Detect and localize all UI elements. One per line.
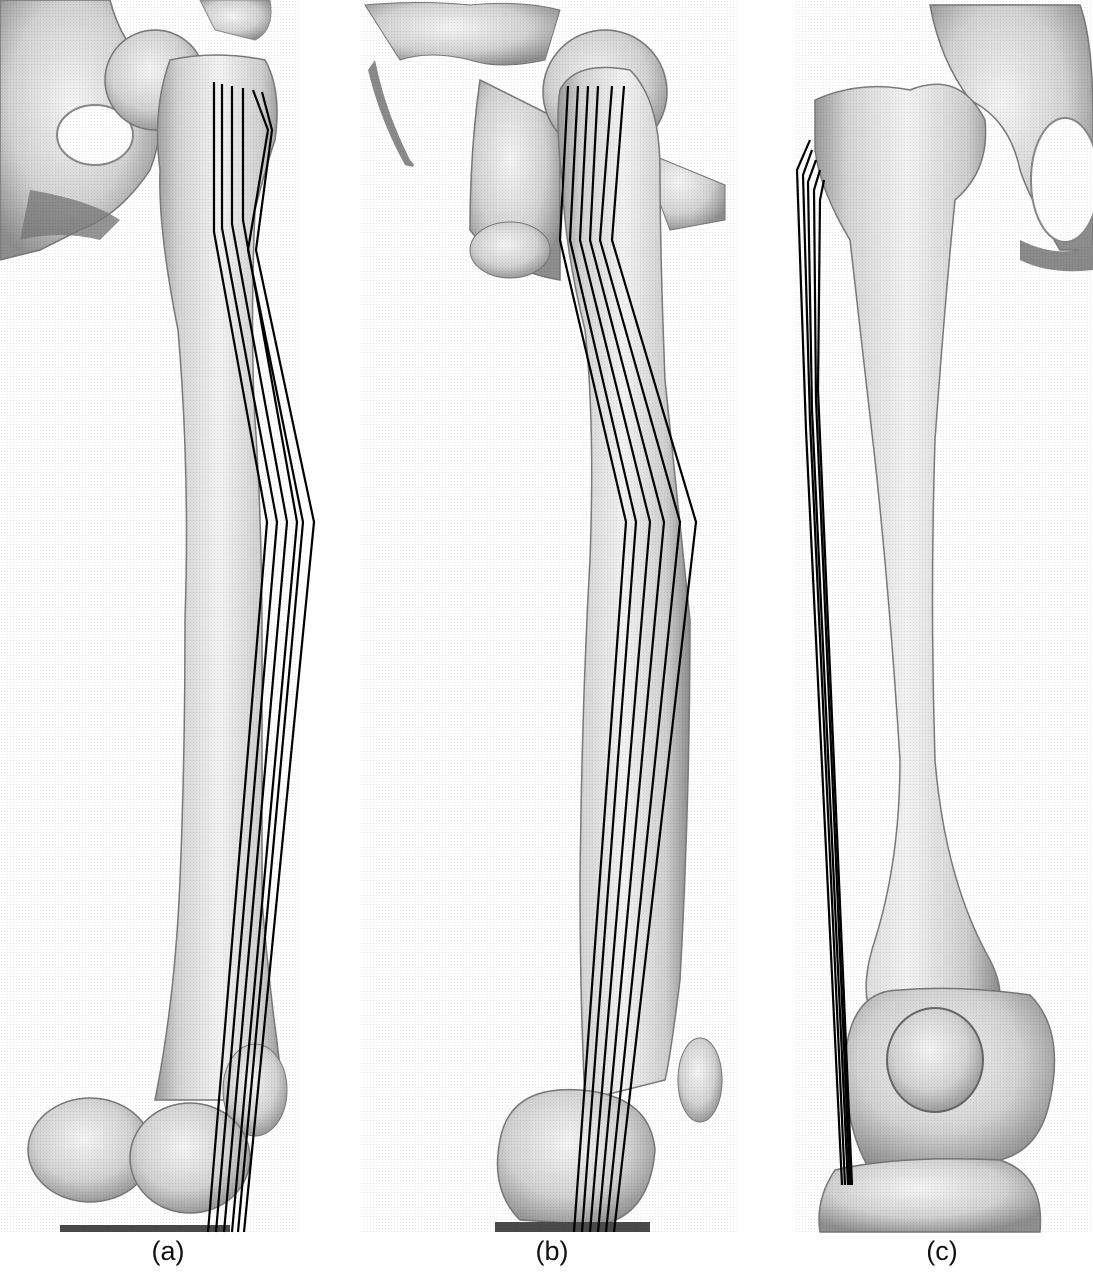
panel-a-label: (a)	[128, 1236, 208, 1267]
panel-b-label: (b)	[512, 1236, 592, 1267]
panel-c	[795, 0, 1093, 1232]
panel-a	[0, 0, 314, 1232]
panel-b	[362, 0, 737, 1232]
panel-c-label: (c)	[902, 1236, 982, 1267]
